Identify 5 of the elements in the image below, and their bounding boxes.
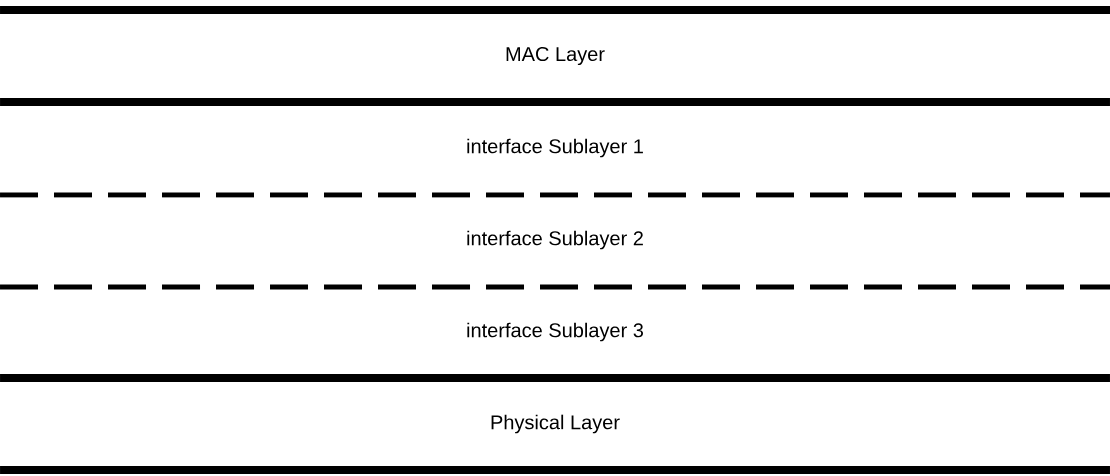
layer-label: interface Sublayer 1 — [467, 138, 643, 158]
layer-label: Physical Layer — [491, 414, 620, 434]
layer-label: MAC Layer — [506, 46, 605, 66]
layer-label: interface Sublayer 3 — [467, 322, 644, 342]
layer-label: interface Sublayer 2 — [467, 230, 643, 250]
